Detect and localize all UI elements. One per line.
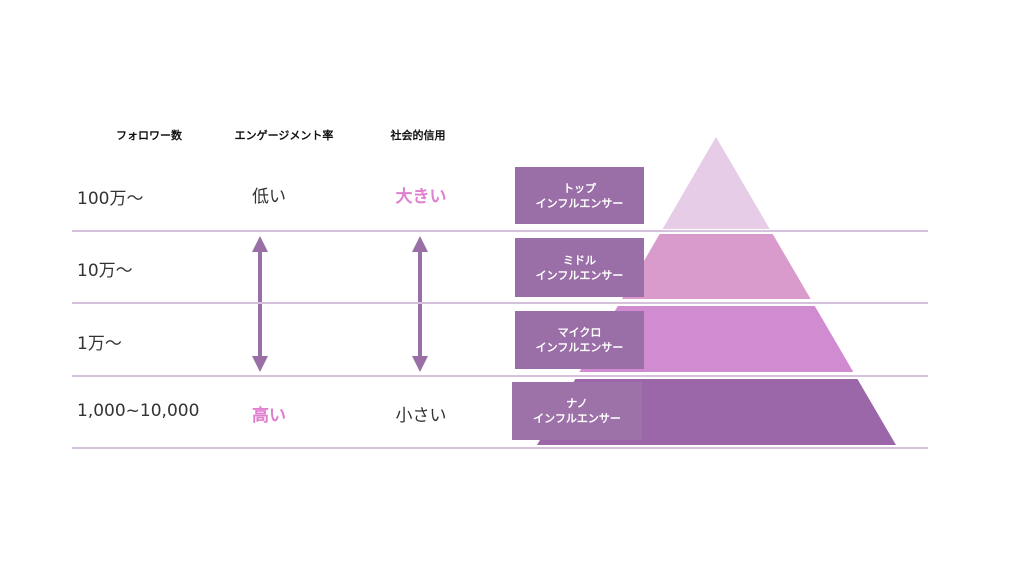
tier-name: マイクロ [557, 326, 602, 339]
header-engagement: エンゲージメント率 [234, 129, 334, 142]
tier-label-top: トップインフルエンサー [515, 167, 644, 224]
tier-name: トップ [563, 181, 596, 195]
trust-large: 大きい [395, 187, 447, 207]
divider-1 [72, 230, 928, 232]
divider-2 [72, 302, 928, 304]
tier-label-middle: ミドルインフルエンサー [515, 238, 644, 297]
tier-name: ミドル [563, 253, 596, 267]
tier-name: ナノ [566, 397, 588, 410]
pyramid-layer-top [662, 137, 770, 229]
tier-label-micro: マイクロインフルエンサー [515, 311, 644, 369]
divider-3 [72, 375, 928, 377]
followers-top: 100万〜 [77, 189, 144, 209]
pyramid-layer-middle [621, 234, 811, 299]
tier-type: インフルエンサー [535, 268, 624, 282]
tier-type: インフルエンサー [535, 341, 624, 354]
tier-label-nano: ナノインフルエンサー [512, 382, 642, 440]
tier-type: インフルエンサー [533, 412, 621, 425]
engagement-low: 低い [252, 187, 286, 207]
header-trust: 社会的信用 [390, 129, 446, 142]
followers-nano: 1,000~10,000 [77, 401, 200, 421]
trust-small: 小さい [395, 406, 447, 426]
header-followers: フォロワー数 [116, 129, 182, 142]
tier-type: インフルエンサー [535, 196, 624, 210]
followers-micro: 1万〜 [77, 334, 122, 354]
followers-middle: 10万〜 [77, 261, 133, 281]
pyramid-layer-micro [579, 306, 854, 372]
engagement-high: 高い [252, 406, 286, 426]
divider-4 [72, 447, 928, 449]
